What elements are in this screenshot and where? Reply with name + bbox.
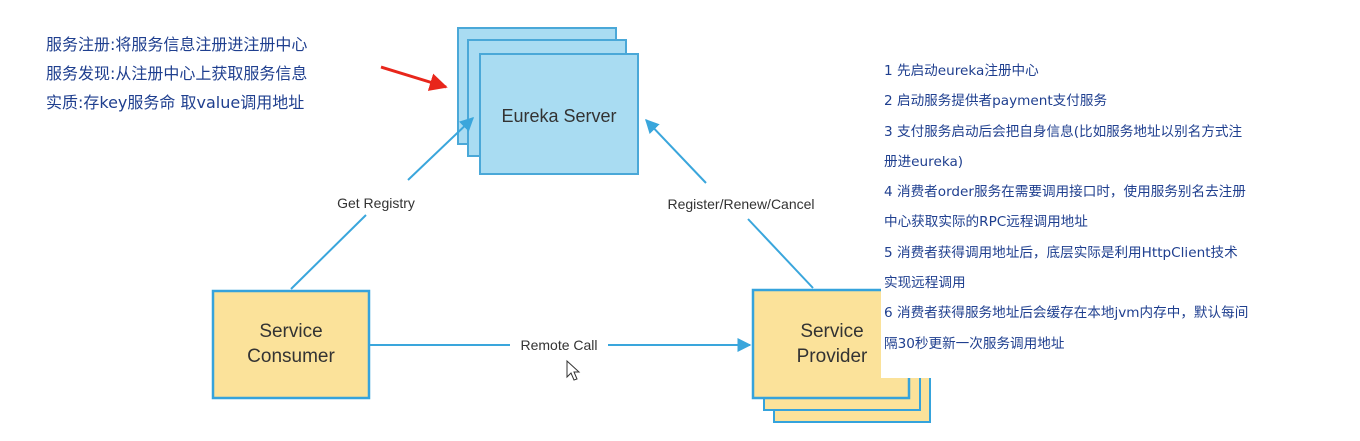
service-provider-label-line2: Provider [797,346,868,367]
service-consumer-node: Service Consumer [211,289,371,400]
eureka-server-box [479,53,639,175]
get-registry-edge: Get Registry [290,117,475,290]
right-note-line: 4 消费者order服务在需要调用接口时，使用服务别名去注册 [884,184,1246,201]
eureka-server-node: Eureka Server [457,27,639,175]
left-note-line: 服务发现:从注册中心上获取服务信息 [46,64,308,83]
eureka-server-label: Eureka Server [501,106,616,126]
service-provider-label-line1: Service [800,321,863,342]
right-note-line: 实现远程调用 [884,275,966,292]
right-note-line: 册进eureka) [884,153,964,170]
left-notes: 服务注册:将服务信息注册进注册中心 服务发现:从注册中心上获取服务信息 实质:存… [46,30,307,117]
get-registry-line-lower [290,214,367,290]
service-consumer-box [211,289,371,400]
right-note-line: 隔30秒更新一次服务调用地址 [884,335,1065,352]
register-renew-cancel-edge: Register/Renew/Cancel [645,118,815,289]
register-line-lower [747,218,814,289]
right-note-line: 中心获取实际的RPC远程调用地址 [884,214,1088,231]
service-consumer-label-line1: Service [259,321,322,342]
get-registry-line-upper [407,117,475,181]
register-line-upper [645,118,707,184]
red-annotation-arrow [380,65,448,91]
left-note-line: 实质:存key服务命 取value调用地址 [46,93,305,112]
get-registry-label: Get Registry [337,195,415,211]
left-note-line: 服务注册:将服务信息注册进注册中心 [46,35,308,54]
right-notes-panel: 1 先启动eureka注册中心 2 启动服务提供者payment支付服务 3 支… [881,56,1339,378]
right-note-line: 6 消费者获得服务地址后会缓存在本地jvm内存中，默认每间 [884,305,1249,322]
mouse-pointer-icon [566,359,581,381]
register-renew-cancel-label: Register/Renew/Cancel [667,196,814,212]
remote-call-edge: Remote Call [370,337,752,353]
right-note-line: 1 先启动eureka注册中心 [884,63,1039,79]
service-consumer-label-line2: Consumer [247,346,335,367]
remote-call-label: Remote Call [520,337,597,353]
right-note-line: 2 启动服务提供者payment支付服务 [884,93,1108,110]
right-note-line: 5 消费者获得调用地址后，底层实际是利用HttpClient技术 [884,244,1238,261]
right-note-line: 3 支付服务启动后会把自身信息(比如服务地址以别名方式注 [884,123,1243,140]
